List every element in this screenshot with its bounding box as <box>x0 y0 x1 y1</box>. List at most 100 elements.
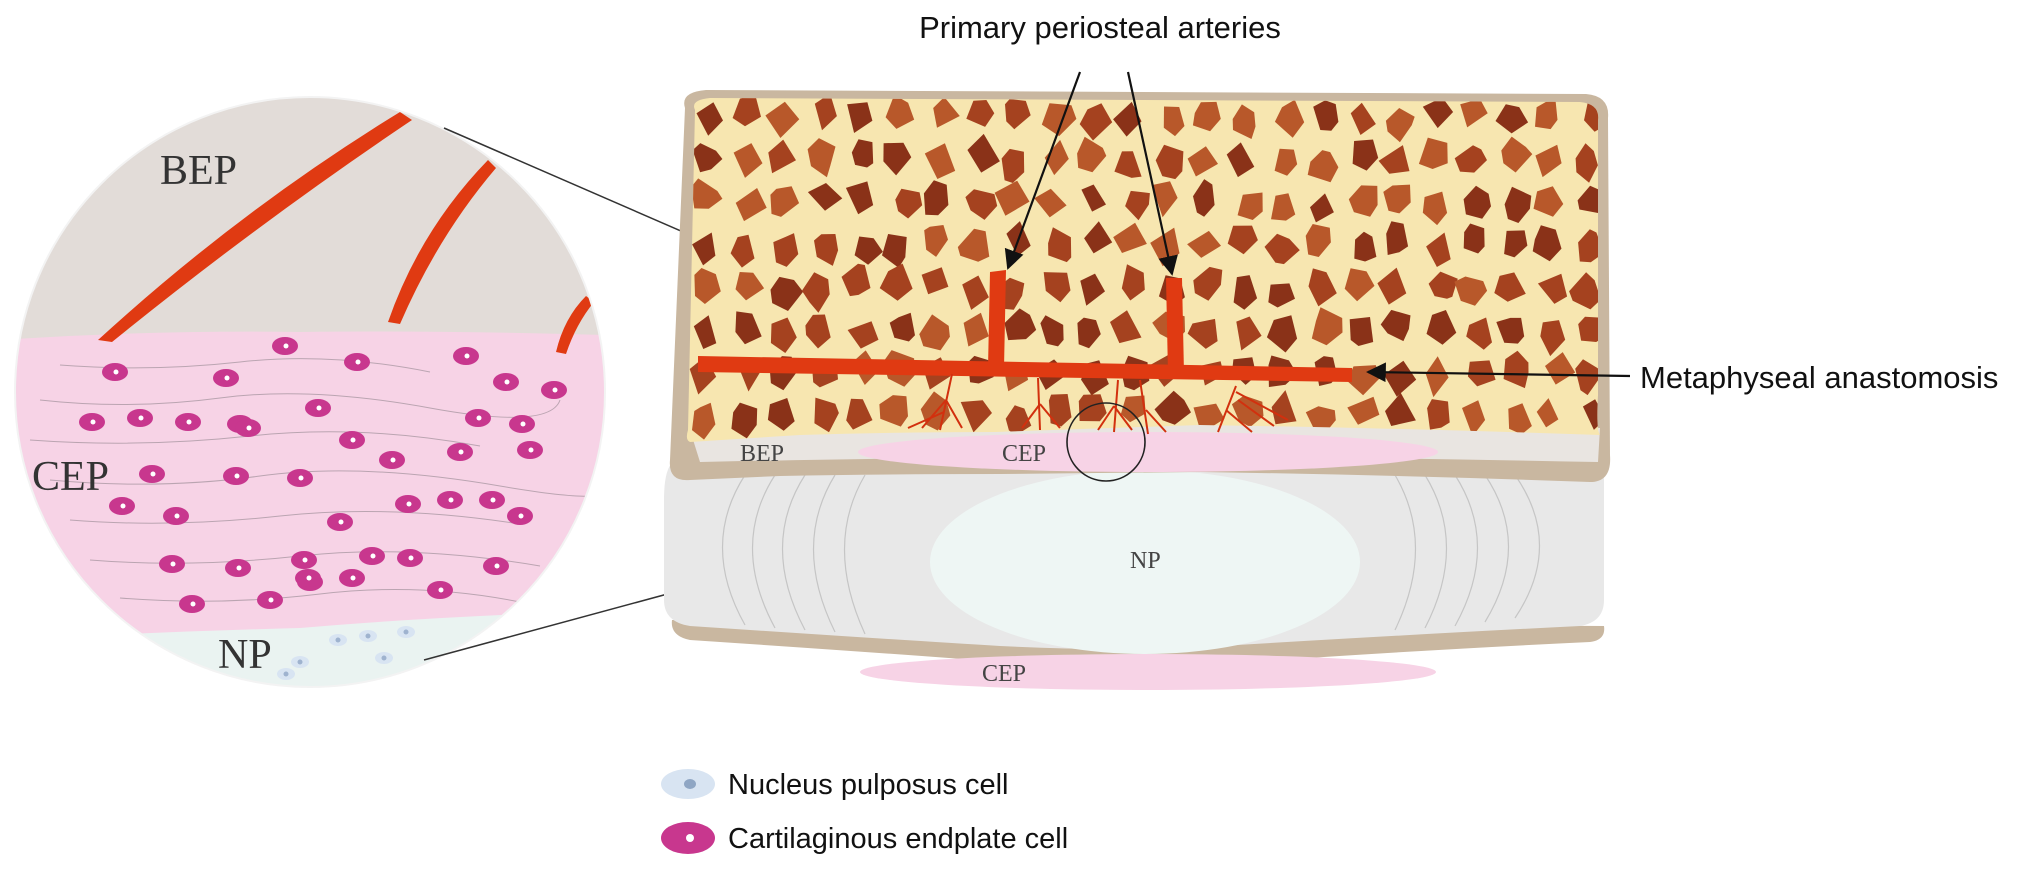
trabecular-space <box>693 315 717 349</box>
trabecular-space <box>1582 399 1600 430</box>
cep-cell-nucleus <box>90 419 96 425</box>
periosteal-artery-left <box>988 270 1006 368</box>
trabecular-space <box>921 267 949 295</box>
trabecular-space <box>1427 399 1450 430</box>
cep-cell-nucleus <box>406 501 412 507</box>
np-cell-nucleus <box>283 671 289 677</box>
label-zoom-np: NP <box>218 632 272 678</box>
cep-cell-nucleus <box>306 575 312 581</box>
trabecular-space <box>1422 98 1454 129</box>
cep-cell-nucleus <box>476 415 482 421</box>
zoom-arteries <box>98 112 594 354</box>
trabecular-space <box>1155 144 1184 180</box>
trabecular-space <box>1227 225 1258 255</box>
trabecular-space <box>1537 273 1568 304</box>
trabecular-space <box>1151 181 1178 218</box>
trabecular-space <box>1426 310 1457 345</box>
cep-cell-nucleus <box>504 379 510 385</box>
trabecular-space <box>768 139 796 174</box>
trabecular-space <box>1313 100 1339 131</box>
trabecular-space <box>1113 101 1142 137</box>
zoom-artery-2 <box>388 160 496 324</box>
cep-cell-nucleus <box>298 475 304 481</box>
trabecular-space <box>1428 271 1458 299</box>
trabecular-space <box>1268 283 1295 308</box>
trabecular-space <box>1535 144 1562 178</box>
arrows <box>1004 71 1631 383</box>
trabecular-space <box>1048 227 1072 263</box>
cep-cell-nucleus <box>458 449 464 455</box>
cep-cell-nucleus <box>350 437 356 443</box>
trabecular-space <box>691 178 723 209</box>
zoom-artery-3 <box>556 296 594 354</box>
trabecular-space <box>814 234 839 266</box>
metaphyseal-artery <box>698 356 1352 382</box>
trabecular-space <box>960 400 992 433</box>
cep-cell-nucleus <box>283 343 289 349</box>
trabecular-space <box>1354 231 1377 262</box>
cep-cell-nucleus <box>224 375 230 381</box>
trabecular-space <box>767 398 795 431</box>
trabecular-space <box>879 395 908 427</box>
trabecular-space <box>1347 396 1380 425</box>
trabecular-space <box>846 398 873 430</box>
cep-cell-nucleus <box>338 519 344 525</box>
cep-cell-nucleus <box>170 561 176 567</box>
np-cell-nucleus <box>365 633 371 639</box>
trabecular-space <box>801 272 830 313</box>
trabecular-space <box>1378 145 1410 174</box>
trabecular-space <box>1193 179 1215 217</box>
trabecular-space <box>1578 229 1600 263</box>
label-np: NP <box>1130 548 1161 574</box>
nucleus-pulposus <box>930 470 1360 654</box>
trabecular-space <box>1077 136 1107 173</box>
trabecular-space <box>1425 356 1449 398</box>
trabecular-space <box>1385 392 1416 426</box>
trabecular-space <box>1110 310 1142 344</box>
trabecular-space <box>1040 315 1064 347</box>
trabecular-space <box>814 98 837 131</box>
trabecular-space <box>1349 317 1374 346</box>
trabecular-space <box>1545 352 1576 385</box>
trabecular-space <box>770 276 804 311</box>
trabecular-space <box>1532 225 1562 262</box>
trabecular-space <box>1004 308 1037 341</box>
label-cep-upper: CEP <box>1002 441 1046 467</box>
trabecular-space <box>770 317 797 353</box>
trabecular-space <box>883 142 912 176</box>
cep-cell-nucleus <box>236 565 242 571</box>
trabecular-space <box>733 143 763 178</box>
trabecular-space <box>735 311 762 345</box>
trabecular-space <box>963 312 989 347</box>
np-cell-nucleus <box>403 629 409 635</box>
trabecular-space <box>923 180 949 216</box>
trabecular-space <box>924 225 948 257</box>
cep-cell-nucleus <box>138 415 144 421</box>
cep-cell-nucleus <box>448 497 454 503</box>
trabecular-space <box>1462 400 1486 437</box>
label-cep-lower: CEP <box>982 661 1026 687</box>
trabecular-space <box>694 268 721 304</box>
trabecular-space <box>1113 222 1147 253</box>
magnified-region-marker <box>1066 402 1146 482</box>
trabecular-space <box>1504 186 1532 223</box>
cep-cell-nucleus <box>268 597 274 603</box>
trabecular-space <box>1578 316 1600 342</box>
trabecular-space <box>1271 390 1297 425</box>
trabecular-space <box>1575 359 1600 396</box>
cep-cell-swatch-nucleus <box>686 834 694 842</box>
legend-item-cep-cell: Cartilaginous endplate cell <box>661 822 1068 855</box>
cep-cell-nucleus <box>302 557 308 563</box>
trabecular-space <box>807 138 836 178</box>
cep-cell-nucleus <box>494 563 500 569</box>
trabecular-space <box>1001 148 1025 183</box>
trabecular-space <box>1271 193 1296 221</box>
cep-cell-nucleus <box>174 513 180 519</box>
trabecular-space <box>1308 268 1337 307</box>
trabecular-space <box>1226 142 1255 178</box>
upper-cep-band <box>858 432 1438 472</box>
trabecular-space <box>1307 150 1339 183</box>
trabecular-space <box>885 98 915 129</box>
cep-cell-nucleus <box>528 447 534 453</box>
trabecular-space <box>1352 139 1379 171</box>
